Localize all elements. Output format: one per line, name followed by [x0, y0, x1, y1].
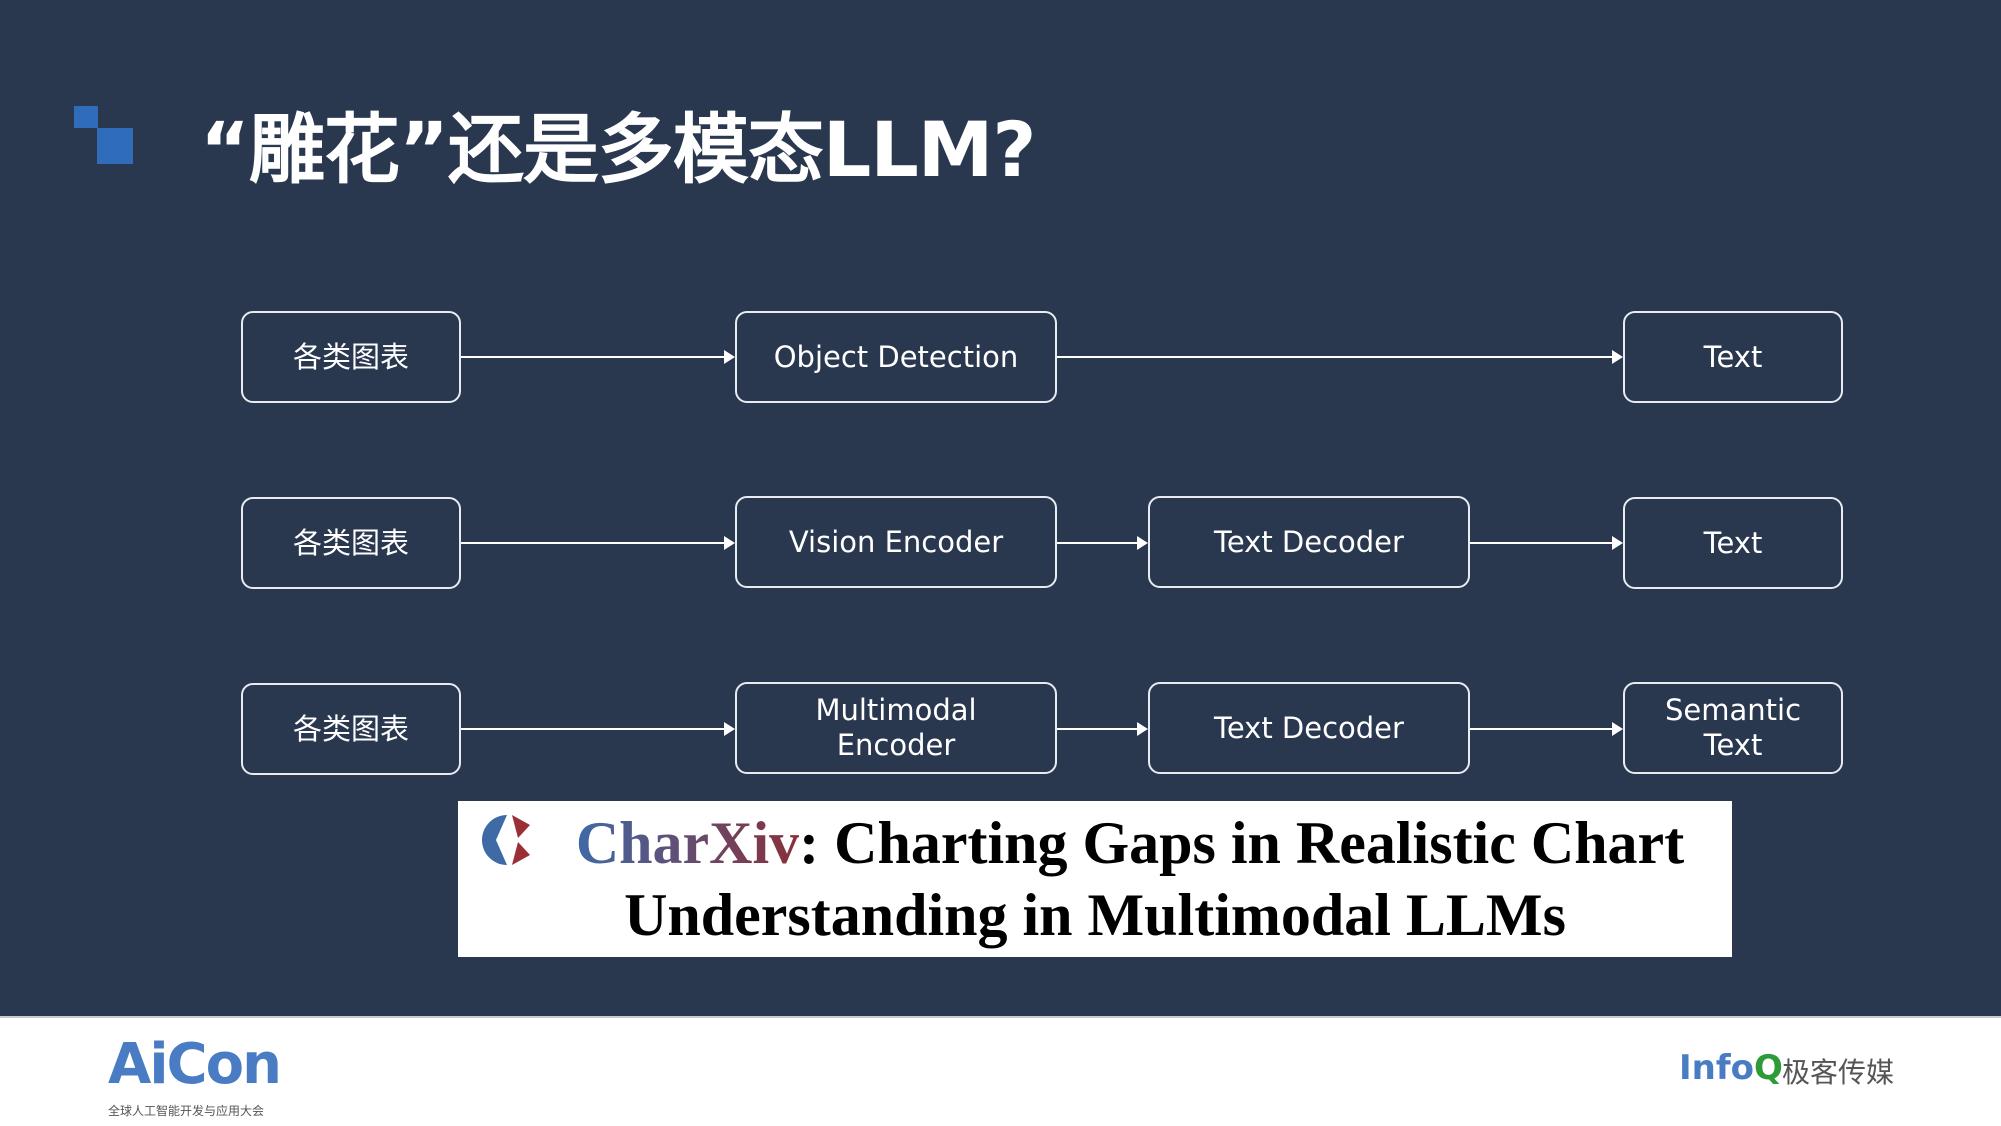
- stage-box: Text Decoder: [1148, 682, 1470, 774]
- output-box: Text: [1623, 311, 1843, 403]
- input-box: 各类图表: [241, 683, 461, 775]
- paper-title-card: CharXiv: Charting Gaps in Realistic Char…: [458, 801, 1732, 957]
- infoq-logo-a: Info: [1679, 1048, 1755, 1088]
- stage-box: Vision Encoder: [735, 496, 1057, 588]
- paper-name: CharXiv: [575, 810, 800, 876]
- stage-box: Object Detection: [735, 311, 1057, 403]
- paper-title-line2: Understanding in Multimodal LLMs: [624, 882, 1566, 948]
- charxiv-logo-icon: [481, 815, 530, 865]
- stage-box: Multimodal Encoder: [735, 682, 1057, 774]
- geek-media-label: 极客传媒: [1782, 1056, 1895, 1089]
- arrow: [461, 350, 735, 364]
- arrow: [461, 722, 735, 736]
- footer: AiCon 全球人工智能开发与应用大会 InfoQ 极客传媒: [0, 1016, 2001, 1126]
- arrow: [1057, 722, 1148, 736]
- paper-title-rest: : Charting Gaps in Realistic Chart: [799, 810, 1685, 876]
- arrow: [1057, 536, 1148, 550]
- input-box: 各类图表: [241, 311, 461, 403]
- page-title: “雕花”还是多模态LLM?: [200, 105, 1036, 194]
- arrow: [1470, 722, 1623, 736]
- aicon-subtitle: 全球人工智能开发与应用大会: [108, 1104, 265, 1118]
- arrow: [1057, 350, 1623, 364]
- title-bullet-icon: [74, 106, 98, 128]
- aicon-logo: AiCon: [108, 1032, 282, 1097]
- stage-box: Text Decoder: [1148, 496, 1470, 588]
- arrow: [1470, 536, 1623, 550]
- input-box: 各类图表: [241, 497, 461, 589]
- slide: “雕花”还是多模态LLM? 各类图表 Object Detection Text…: [0, 0, 2001, 1016]
- infoq-logo-q: Q: [1754, 1048, 1783, 1088]
- arrow: [461, 536, 735, 550]
- infoq-logo: InfoQ: [1679, 1048, 1783, 1088]
- title-bullet-icon: [97, 128, 133, 164]
- output-box: Text: [1623, 497, 1843, 589]
- paper-title-line1: CharXiv: Charting Gaps in Realistic Char…: [458, 807, 1732, 879]
- output-box: Semantic Text: [1623, 682, 1843, 774]
